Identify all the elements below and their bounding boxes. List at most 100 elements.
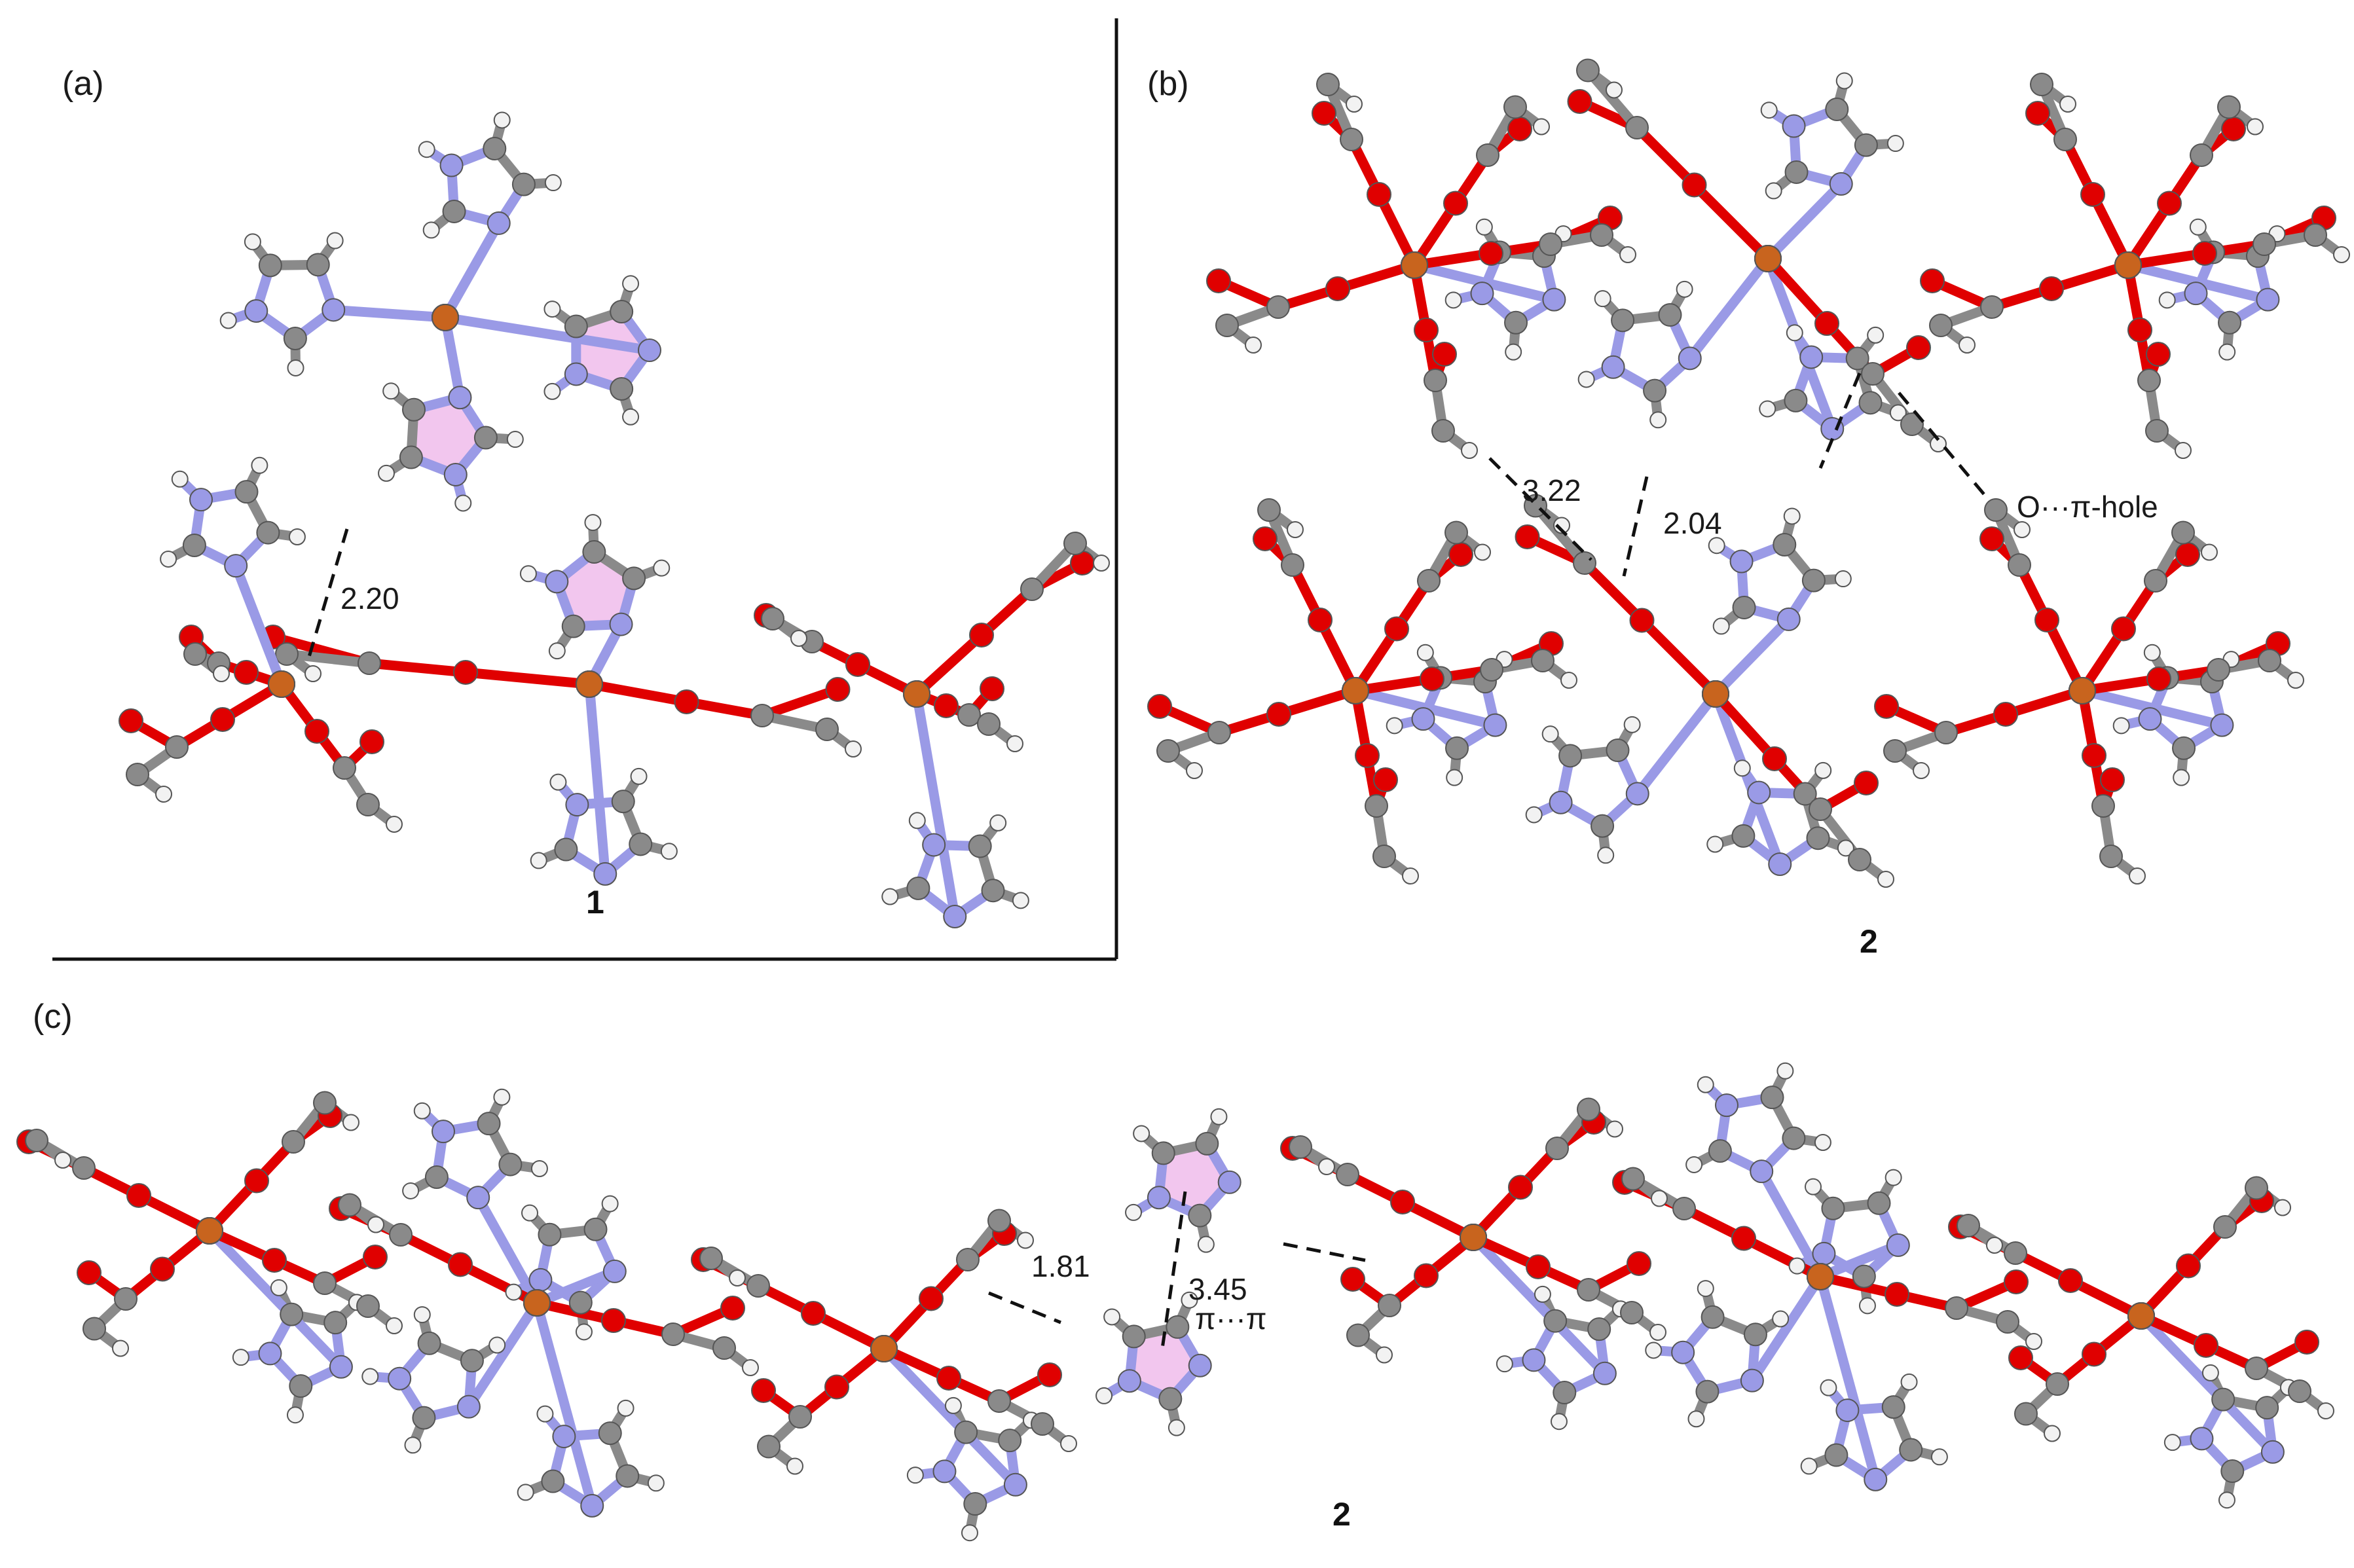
panel-c-unit-1-atom-h	[1017, 1231, 1034, 1249]
panel-c-imid-0-bond	[532, 1298, 597, 1511]
panel-a-top-atom-cu	[432, 304, 459, 331]
panel-c-unit-0-atom-c	[313, 1271, 337, 1295]
panel-c-imid-1-atom-c	[1760, 1085, 1784, 1110]
panel-b-unit-2-atom-c	[1207, 721, 1231, 744]
panel-c-unit-1-atom-c	[954, 1420, 978, 1444]
panel-b-imid-0-atom-c	[1845, 346, 1869, 371]
panel-b-unit-1-atom-o	[2221, 117, 2246, 141]
panel-b-imid-1-atom-h	[1706, 835, 1724, 853]
panel-a-center-atom-c	[561, 614, 585, 638]
panel-c-unit-3-bond	[2136, 1311, 2278, 1457]
panel-a-center-atom-cu	[576, 670, 603, 698]
panel-b-imid-0-atom-h	[1765, 182, 1782, 200]
panel-b-unit-1-atom-o	[2192, 241, 2217, 266]
panel-c-imid-1-atom-h	[1930, 1448, 1948, 1466]
panel-c-stack-ring-0-atom-n	[1217, 1170, 1241, 1194]
panel-c-stack-ring-0-atom-c	[1151, 1141, 1175, 1165]
panel-b-unit-3-atom-o	[1874, 694, 1899, 719]
panel-c-unit-2-bond	[1468, 1232, 1610, 1379]
panel-c-imid-1-atom-h	[1776, 1062, 1794, 1080]
panel-c-unit-2-atom-h	[1318, 1158, 1335, 1175]
panel-c-unit-3-atom-h	[2044, 1425, 2061, 1442]
panel-b-imid-0-atom-h	[1889, 404, 1907, 422]
panel-c-unit-3-atom-c	[2220, 1459, 2245, 1484]
panel-c-imid-0-atom-n	[580, 1493, 604, 1518]
panel-a-right-atom-c	[906, 876, 930, 900]
panel-b-unit-1-atom-o	[1920, 268, 1945, 293]
panel-b-imid-0-atom-cu	[1754, 245, 1782, 272]
panel-a-right-atom-cu	[903, 680, 930, 708]
panel-c-unit-0-atom-c	[83, 1317, 106, 1341]
panel-c-stack-ring-1-atom-h	[1181, 1291, 1198, 1309]
panel-c-imid-1-bond	[1815, 1271, 1881, 1485]
panel-c-imid-0-atom-h	[488, 1336, 506, 1354]
panel-b-unit-0-atom-o	[1432, 342, 1457, 367]
panel-b-unit-3-atom-h	[2173, 769, 2190, 786]
contact-c-hbond-right	[1283, 1242, 1366, 1262]
panel-b-unit-2-atom-h	[1402, 867, 1419, 884]
panel-b-imid-1-atom-h	[1814, 761, 1832, 779]
panel-a-left-atom-n	[189, 488, 213, 512]
panel-b-unit-0-atom-c	[1316, 73, 1340, 96]
panel-c-imid-0-atom-c	[498, 1152, 523, 1176]
panel-c-unit-3-atom-c	[2046, 1372, 2069, 1396]
panel-a-top-atom-c	[511, 172, 536, 196]
panel-c-unit-3-atom-o	[2194, 1333, 2218, 1358]
panel-c-unit-2-atom-o	[1340, 1267, 1365, 1292]
panel-c-imid-0-atom-c	[583, 1217, 608, 1241]
panel-a-center-atom-h	[584, 514, 602, 532]
label-c-pi-pi: π···π	[1195, 1302, 1266, 1336]
panel-a-top-atom-h	[506, 431, 524, 448]
panel-b-unit-1-atom-o	[2146, 342, 2171, 367]
panel-c-imid-1-atom-h	[1687, 1410, 1705, 1428]
panel-a-top-atom-h	[543, 301, 561, 318]
panel-c-unit-0-atom-h	[54, 1152, 71, 1169]
panel-b-imid-1-atom-h	[1597, 847, 1615, 864]
panel-a-top-atom-c	[401, 397, 426, 422]
panel-c-imid-0-atom-c	[568, 1290, 593, 1315]
panel-a-left-atom-h	[386, 816, 403, 833]
panel-c-unit-3-atom-c	[2004, 1241, 2027, 1265]
panel-b-imid-0-atom-h	[1606, 81, 1623, 99]
panel-b-imid-1-atom-h	[1834, 570, 1852, 588]
panel-a-top-atom-h	[244, 233, 261, 251]
panel-b-imid-1-atom-h	[1541, 725, 1559, 743]
panel-b-imid-1-bond	[1710, 689, 1785, 869]
panel-c-imid-0-atom-h	[536, 1405, 554, 1423]
panel-b-unit-1-atom-cu	[2114, 251, 2142, 279]
panel-a-top-atom-c	[483, 136, 507, 160]
panel-c-unit-1-atom-h	[729, 1269, 746, 1286]
panel-c-imid-1-atom-h	[1900, 1373, 1918, 1391]
panel-c-unit-3-atom-c	[2288, 1379, 2311, 1403]
panel-b-unit-0-atom-o	[1507, 117, 1532, 141]
panel-c-imid-0-atom-o	[720, 1296, 745, 1321]
panel-c-unit-3-atom-c	[1957, 1214, 1980, 1237]
panel-a-center-atom-n	[609, 612, 633, 636]
panel-a-top-atom-h	[622, 275, 640, 293]
panel-c-imid-0-atom-n	[602, 1259, 627, 1283]
panel-a-center-atom-h	[653, 559, 671, 577]
panel-c-unit-1-atom-c	[788, 1405, 812, 1429]
panel-b-unit-0-atom-c	[1424, 369, 1447, 392]
panel-c-imid-1-atom-c	[1708, 1139, 1732, 1163]
panel-b-imid-0-atom-c	[1854, 133, 1878, 157]
panel-a-left-atom-c	[356, 793, 380, 816]
panel-c-imid-1-bond	[1738, 1233, 1826, 1282]
panel-b-unit-0-atom-h	[1505, 343, 1522, 361]
panel-a-right-atom-o	[980, 676, 1004, 701]
panel-c-imid-1-atom-c	[1867, 1191, 1891, 1215]
compound-label-a: 1	[586, 884, 604, 921]
panel-c-imid-0-atom-h	[517, 1484, 534, 1501]
panel-b-unit-3-atom-c	[1934, 721, 1958, 744]
panel-b-unit-0-atom-o	[1414, 318, 1439, 342]
panel-c-stack-ring-1-atom-h	[1095, 1387, 1113, 1404]
distance-label-c-1-81: 1.81	[1031, 1249, 1090, 1283]
panel-b-imid-0-atom-c	[1784, 160, 1809, 184]
panel-c-unit-1-atom-h	[786, 1457, 803, 1475]
panel-a-right-atom-h	[790, 630, 807, 647]
panel-c-unit-3-atom-c	[2245, 1176, 2268, 1200]
panel-b-unit-0-atom-c	[1266, 295, 1290, 319]
panel-a-top-atom-c	[399, 445, 423, 469]
panel-b-unit-3-atom-c	[2172, 736, 2196, 760]
panel-c-unit-3-atom-n	[2260, 1440, 2285, 1464]
